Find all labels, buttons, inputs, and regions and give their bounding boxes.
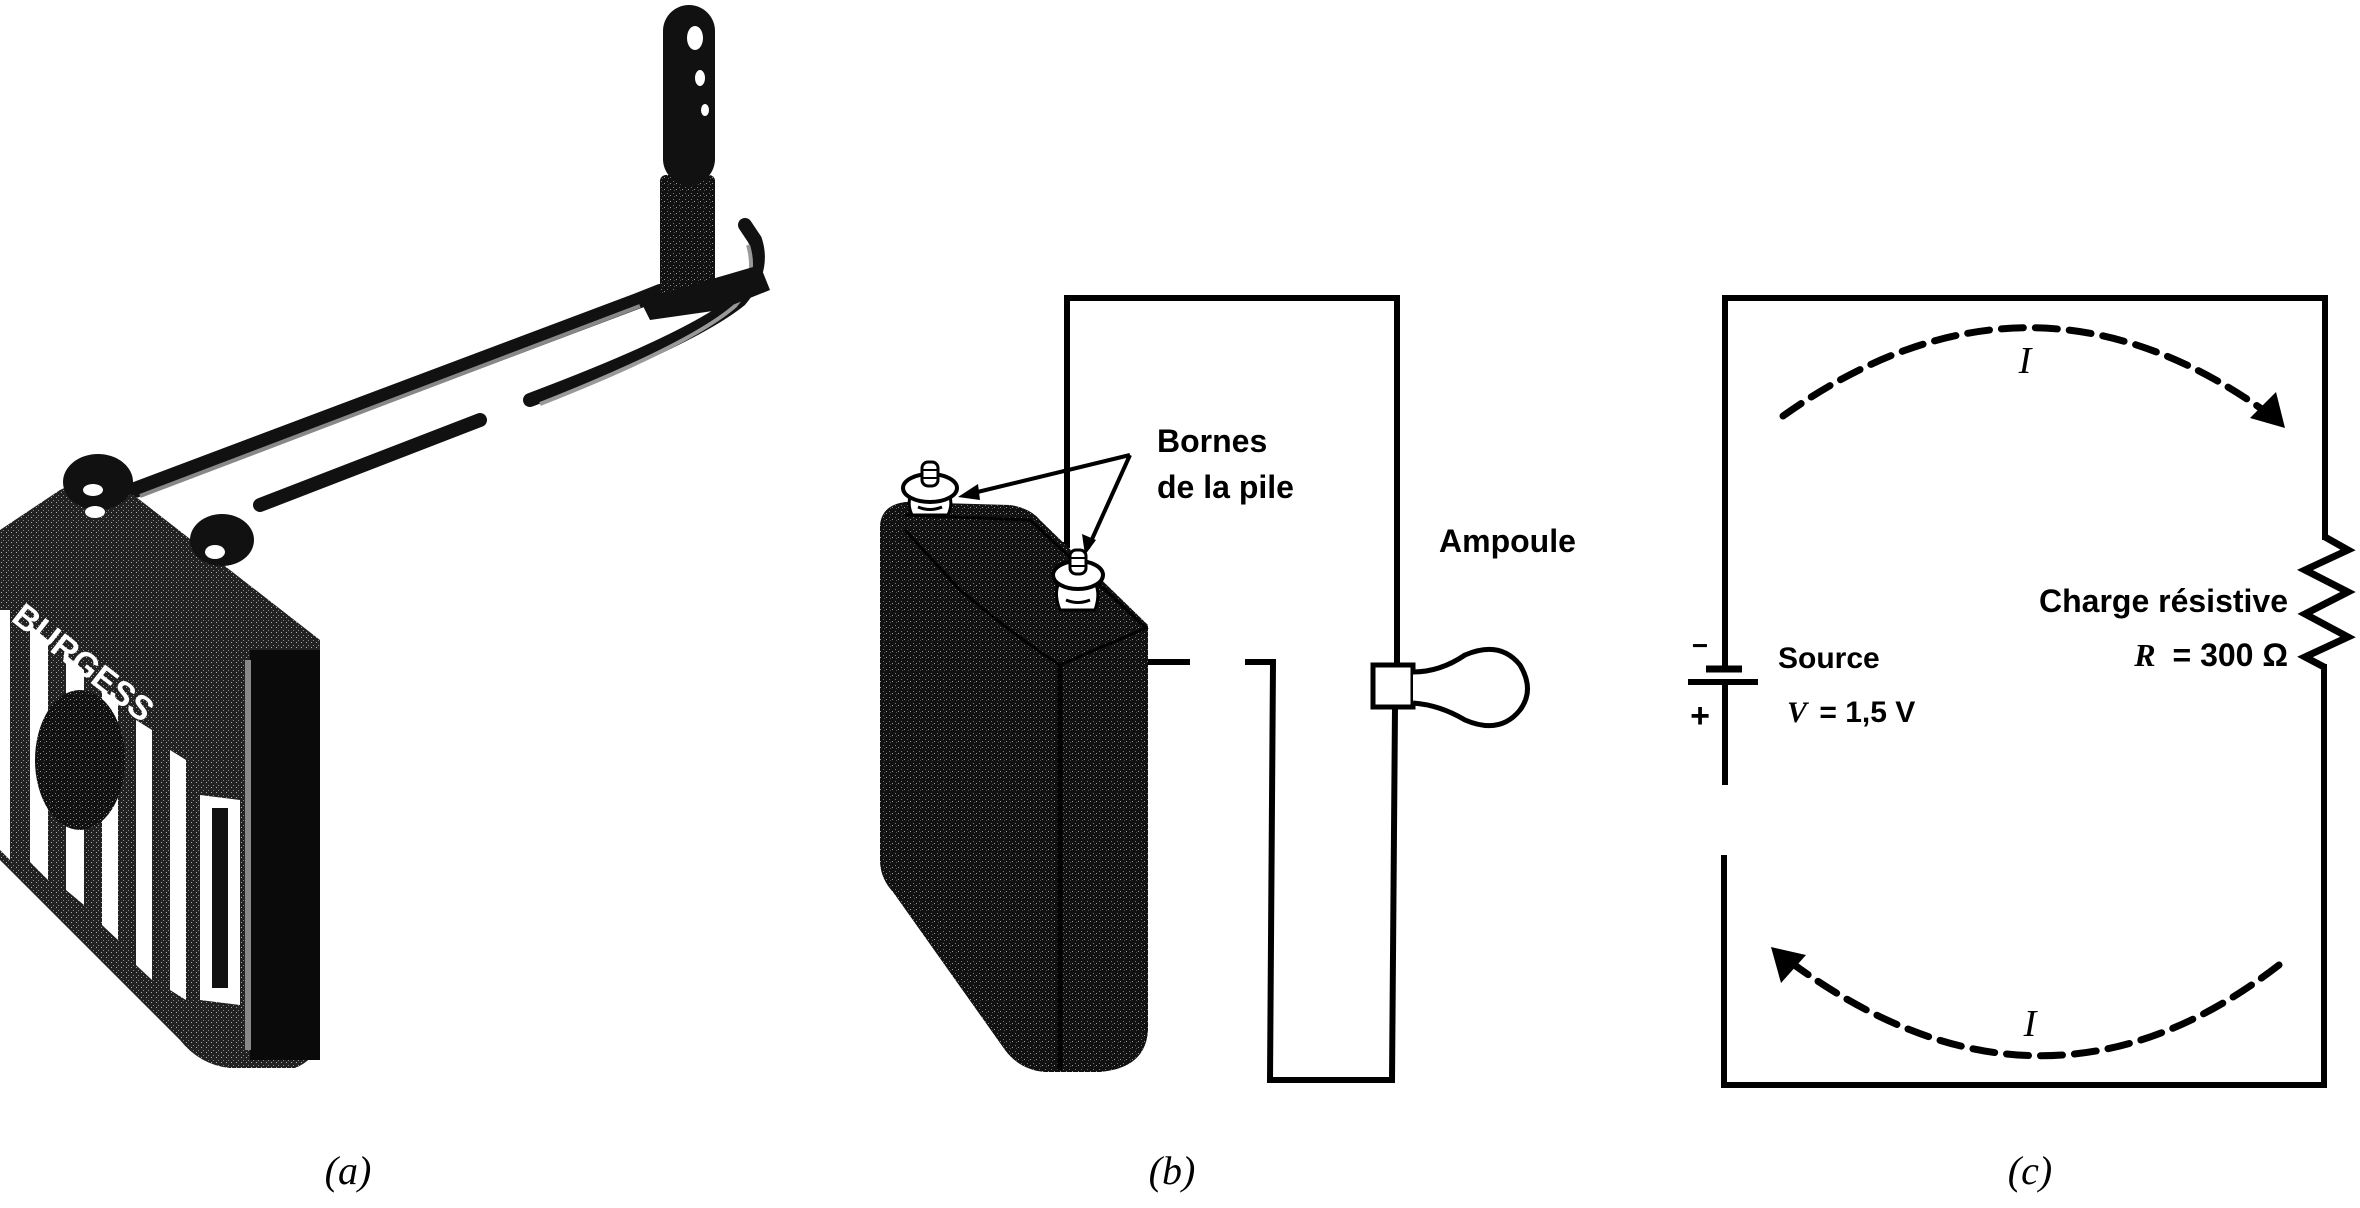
caption-c: (c)	[2008, 1148, 2052, 1193]
label-source-voltage: V = 1,5 V	[1787, 696, 1915, 729]
caption-a: (a)	[325, 1148, 372, 1193]
bulb-icon	[1370, 646, 1530, 729]
battery-plus-sign: +	[1690, 697, 1710, 735]
label-current-top: I	[2018, 340, 2034, 382]
photo-wire-upper-highlight	[139, 304, 641, 498]
label-load: Charge résistive	[2039, 583, 2288, 619]
label-source: Source	[1778, 642, 1880, 675]
terminal-pointer-arrows	[958, 453, 1132, 555]
label-load-resistance: R = 300 Ω	[2133, 637, 2288, 673]
battery-minus-sign: −	[1692, 630, 1708, 661]
wire-bottom	[1245, 659, 1395, 1083]
photo-bulb	[663, 5, 715, 185]
photo-lamp-holder	[660, 175, 715, 305]
wire-bulb-down	[1388, 703, 1399, 1084]
schematic-wire-bottom	[1721, 664, 2327, 1088]
voltage-value: = 1,5 V	[1819, 696, 1915, 729]
resistor-icon	[2297, 533, 2356, 671]
panel-a-photo: BURGESS	[0, 5, 770, 1068]
photo-terminal-2	[190, 514, 254, 566]
current-arrow-bottom	[1781, 954, 2283, 1060]
photo-wire-lower-2	[523, 218, 765, 407]
resistance-symbol: R	[2133, 637, 2155, 673]
caption-b: (b)	[1149, 1148, 1196, 1193]
battery-terminal-negative	[901, 460, 959, 517]
label-terminals-line1: Bornes	[1157, 423, 1267, 459]
panel-b-pictorial	[880, 295, 1530, 1084]
battery-symbol-icon	[1688, 665, 1758, 685]
bulb-glass	[1412, 646, 1530, 729]
photo-battery-side	[250, 650, 320, 1060]
current-arrowhead-top	[2250, 392, 2285, 428]
photo-terminal-1	[63, 454, 133, 510]
current-arrow-top	[1779, 324, 2274, 420]
battery-body	[880, 502, 1148, 1072]
photo-lamp-bracket	[640, 265, 770, 320]
label-current-bottom: I	[2023, 1003, 2039, 1045]
current-arrowhead-bottom	[1771, 947, 1806, 983]
schematic-wire-left-top	[1722, 295, 2328, 672]
label-terminals-line2: de la pile	[1157, 469, 1294, 505]
bulb-socket	[1370, 662, 1416, 710]
label-bulb: Ampoule	[1439, 523, 1576, 559]
voltage-symbol: V	[1787, 696, 1810, 729]
panel-c-schematic: − +	[1688, 295, 2356, 1088]
resistance-value: = 300 Ω	[2172, 637, 2288, 673]
photo-wire-upper	[127, 284, 668, 498]
battery-terminal-positive	[1051, 548, 1105, 612]
photo-wire-lower-1	[253, 413, 487, 512]
